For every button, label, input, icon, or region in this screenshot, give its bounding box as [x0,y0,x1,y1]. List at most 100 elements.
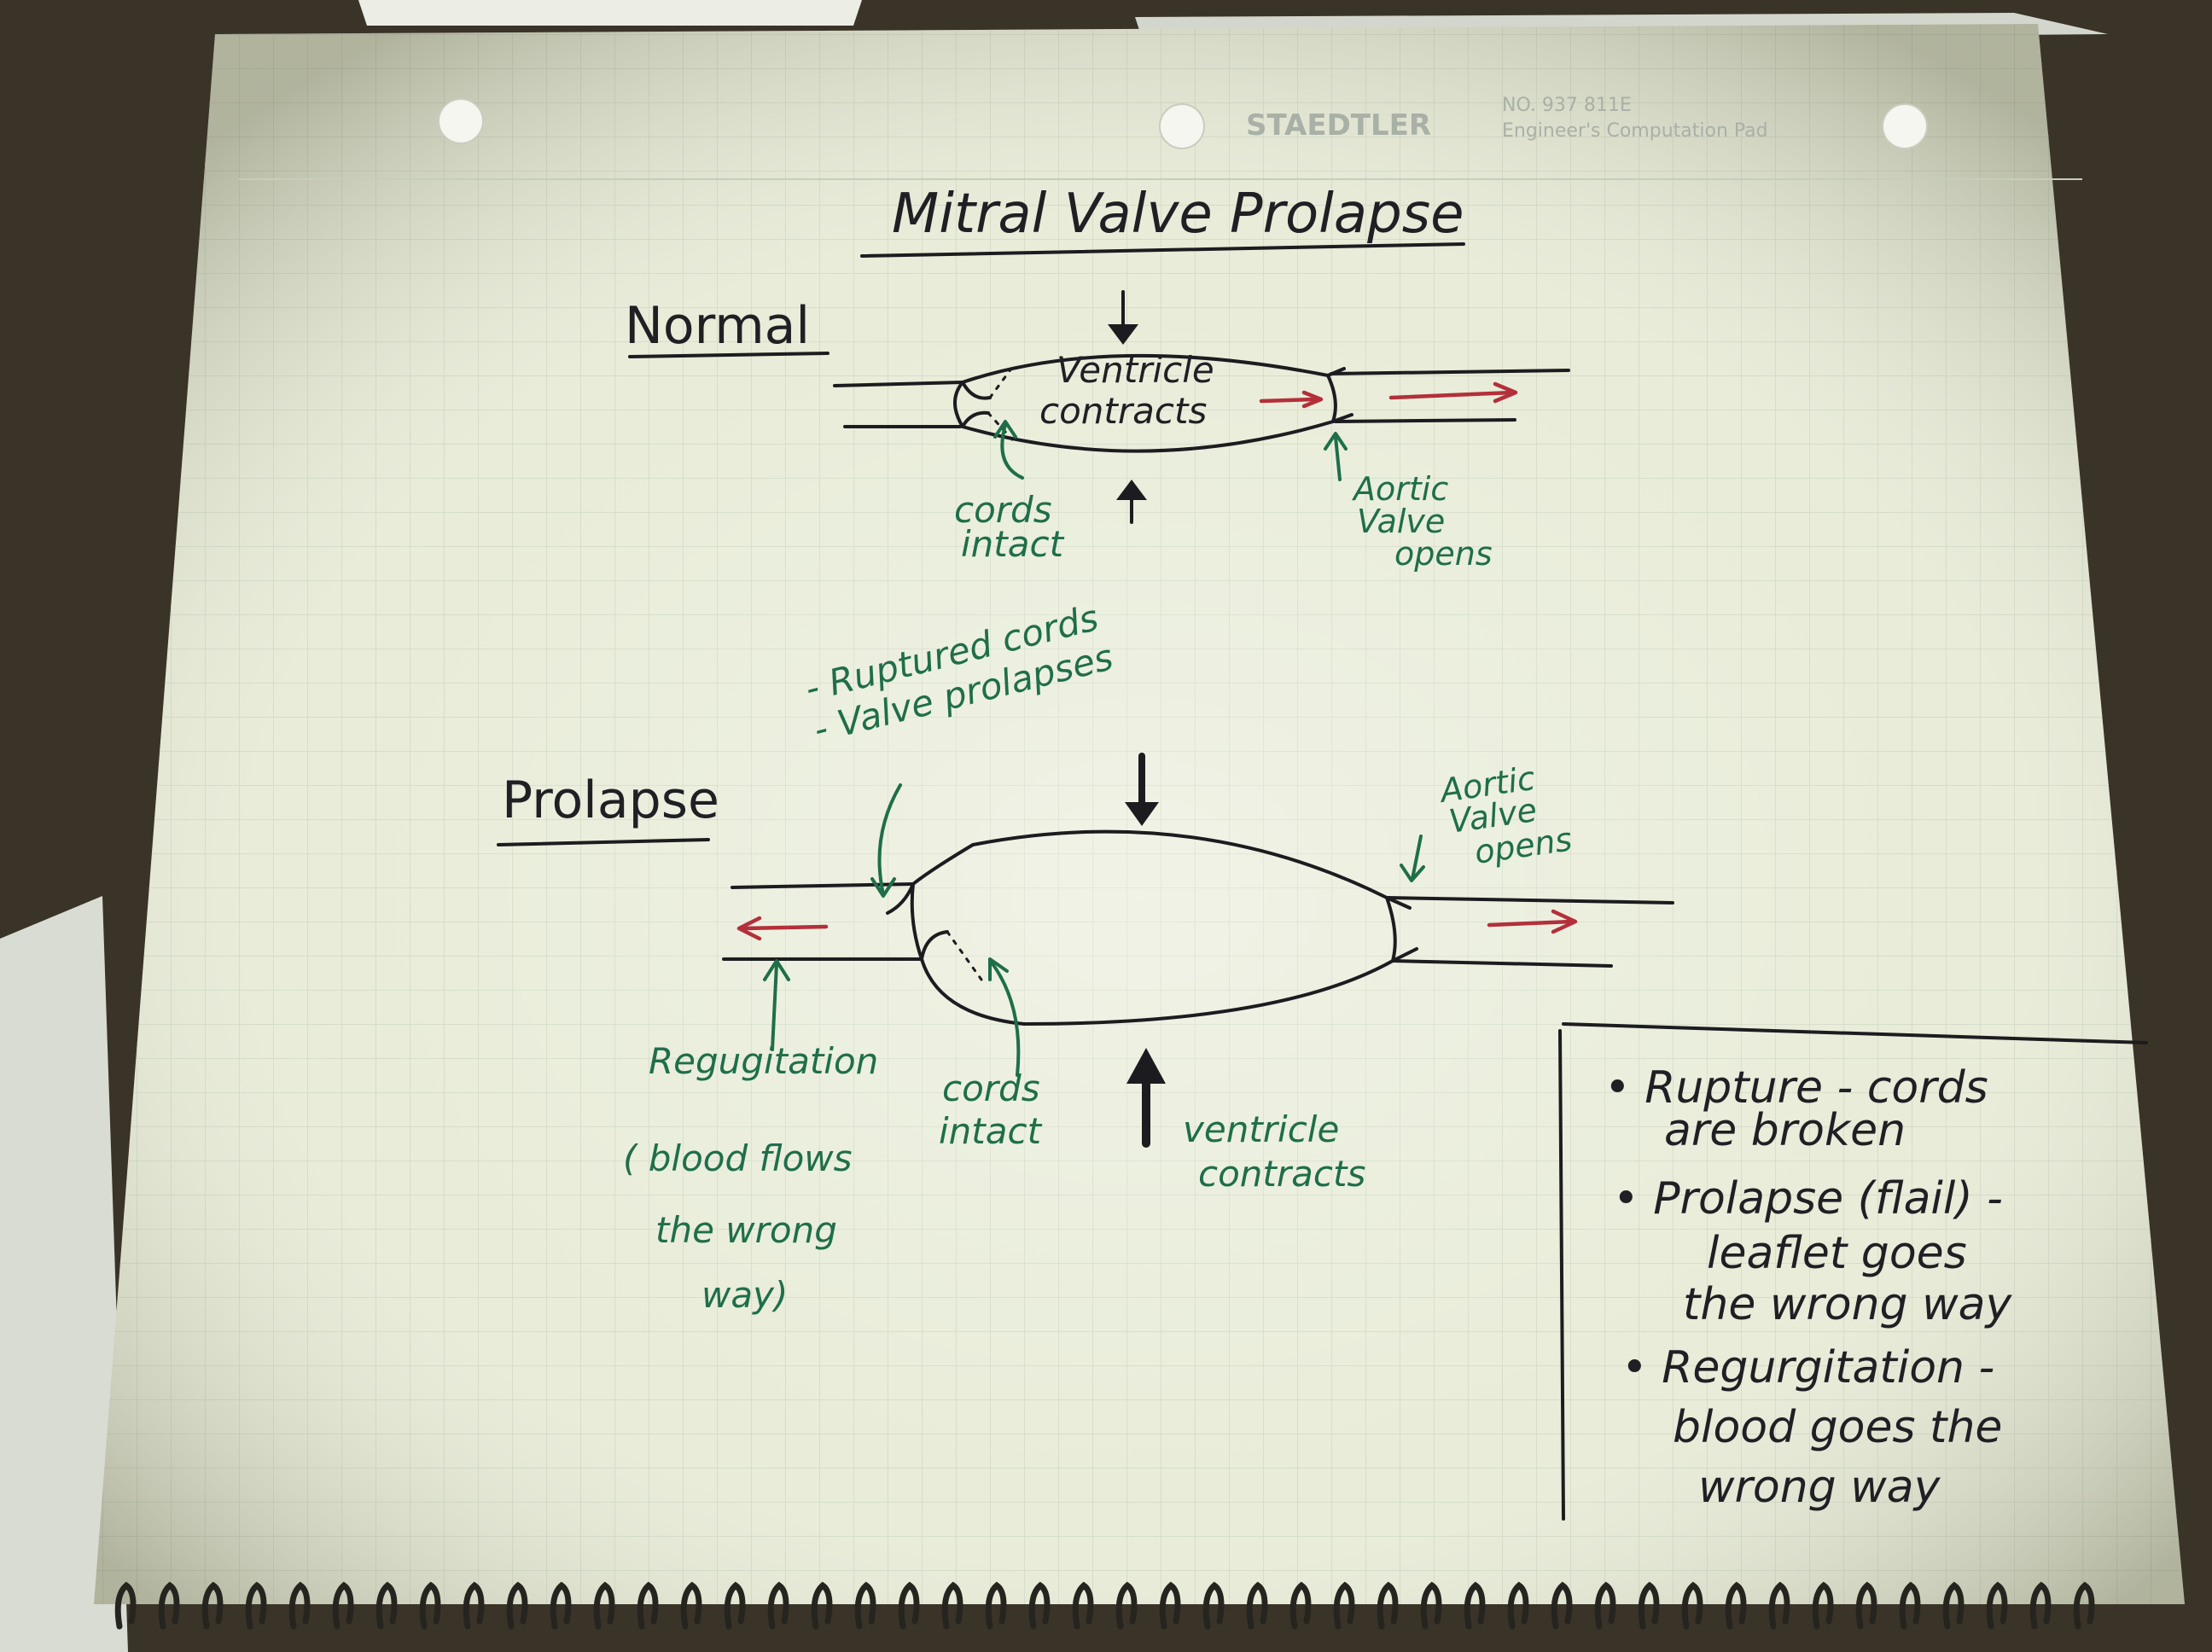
spiral-coil [506,1581,528,1630]
normal-diagram: Normal Ventricle contracts cords [625,290,1570,573]
spiral-coil [1028,1581,1051,1630]
prolapse-heading-underline [497,838,710,846]
spiral-coil [1246,1581,1268,1630]
notes-box-left-border [1558,1029,1565,1521]
spiral-coil [1768,1581,1790,1630]
spiral-coil [1638,1581,1660,1630]
punch-hole [438,98,484,144]
chordae-dots [946,930,983,981]
mitral-leaflet [920,930,949,961]
green-arrowhead [988,957,1009,981]
normal-cords-label-1: cords [954,489,1052,531]
normal-aortic-label-3: opens [1394,535,1493,573]
aorta-top [1330,369,1570,375]
spiral-coil [114,1581,137,1630]
note-3-line-1: • Regurgitation - [1621,1342,1994,1393]
aortic-leaflet [1326,367,1346,377]
black-arrowhead [1126,1048,1166,1084]
normal-aortic-label-2: Valve [1357,503,1445,540]
spiral-coil [1725,1581,1747,1630]
punch-hole [1159,103,1205,149]
aortic-leaflet [1331,413,1353,423]
normal-ventricle-label-1: Ventricle [1057,349,1214,391]
spiral-coil [1072,1581,1094,1630]
aorta-top [1385,896,1674,905]
red-flow-arrow [1388,390,1515,400]
aorta-bottom [1391,959,1613,968]
brand-text: STAEDTLER [1246,108,1431,143]
spiral-coil [1420,1581,1442,1630]
regurgitation-pointer-arrow [771,963,778,1051]
spiral-coil [1594,1581,1616,1630]
spiral-coil [1551,1581,1573,1630]
title-underline [860,242,1465,258]
regurg-label-3: the wrong [655,1209,837,1251]
red-arrowhead [1493,381,1518,404]
red-flow-arrow [1487,919,1575,928]
spiral-coil [811,1581,833,1630]
spiral-coil [941,1581,963,1630]
red-regurgitation-arrow [740,924,829,931]
spiral-coil [680,1581,702,1630]
red-flow-arrow [1259,397,1317,404]
notes-box-top-border [1562,1022,2148,1044]
spiral-coil [724,1581,746,1630]
spiral-coil [1377,1581,1399,1630]
spiral-coil [593,1581,615,1630]
spiral-coil [245,1581,267,1630]
prolapse-ventricle-label-1: ventricle [1183,1108,1339,1150]
spiral-binding [114,1581,2095,1630]
cords-pointer-arrow [990,961,1021,1077]
regurg-label-2: ( blood flows [623,1137,853,1179]
black-arrowhead [1108,324,1138,345]
spiral-coil [288,1581,311,1630]
normal-heading: Normal [625,296,810,356]
spiral-coil [550,1581,572,1630]
note-2-line-1: • Prolapse (flail) - [1613,1173,2003,1224]
note-3-line-2: blood goes the [1673,1402,2002,1453]
product-code: NO. 937 811E [1502,95,1632,116]
red-arrowhead [1301,390,1324,409]
punch-hole [1882,103,1928,149]
spiral-coil [1942,1581,1965,1630]
spiral-coil [1507,1581,1529,1630]
spiral-coil [1159,1581,1181,1630]
red-arrowhead [1551,909,1578,934]
prolapse-ventricle-outline [910,829,1397,1026]
normal-heading-underline [628,352,830,358]
spiral-coil [898,1581,920,1630]
note-2-line-2: leaflet goes [1707,1228,1967,1279]
cords-pointer-arrow [1000,423,1024,480]
normal-cords-label-2: intact [961,523,1065,565]
black-arrowhead [1116,480,1147,500]
green-arrowhead [870,877,896,898]
green-arrowhead [763,959,790,981]
aortic-leaflet [1385,896,1412,910]
rupture-pointer-arrow [877,783,902,896]
product-name: Engineer's Computation Pad [1502,120,1768,142]
note-1-line-1: • Rupture - cords [1604,1062,1988,1114]
black-arrowhead [1125,802,1159,826]
normal-ventricle-label-2: contracts [1039,390,1207,432]
left-vessel-top [833,381,964,387]
prolapse-cords-label-2: intact [939,1110,1043,1152]
spiral-coil [637,1581,659,1630]
mitral-leaflet [961,410,990,428]
spiral-coil [332,1581,354,1630]
green-arrowhead [993,420,1017,439]
spiral-coil [1681,1581,1703,1630]
spiral-coil [854,1581,876,1630]
spiral-coil [201,1581,224,1630]
note-3-line-3: wrong way [1698,1462,1941,1513]
spiral-coil [767,1581,789,1630]
normal-aortic-label-1: Aortic [1351,470,1448,508]
note-1-line-2: are broken [1664,1105,1906,1156]
spiral-coil [1115,1581,1138,1630]
aortic-leaflet [1391,947,1418,963]
spiral-coil [2029,1581,2052,1630]
spiral-coil [1899,1581,1921,1630]
green-arrowhead [1400,864,1425,882]
prolapse-diagram: Prolapse Aortic Valve opens [497,753,1674,1316]
prolapse-ventricle-label-2: contracts [1198,1153,1365,1195]
